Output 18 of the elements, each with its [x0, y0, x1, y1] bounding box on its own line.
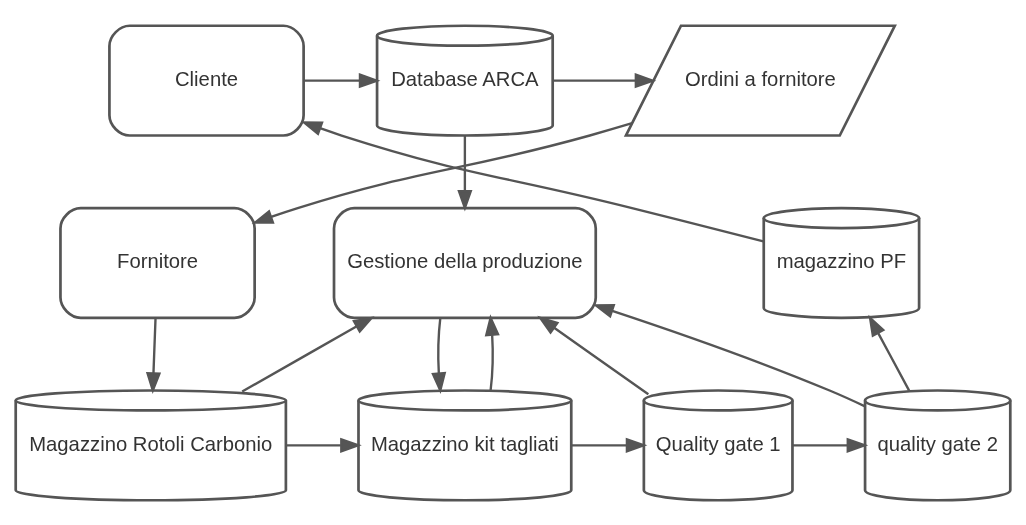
arrow: [868, 314, 911, 391]
arrow: [792, 437, 869, 453]
arrow: [537, 315, 650, 395]
node-box: Cliente: [108, 23, 305, 137]
arrow: [592, 303, 866, 407]
arrow: [286, 437, 362, 453]
arrow: [553, 72, 657, 88]
arrow: [303, 72, 381, 88]
arrow: [300, 120, 764, 243]
node-box: Fornitore: [59, 206, 256, 319]
arrow: [571, 437, 648, 453]
arrow: [251, 121, 633, 224]
arrow: [241, 315, 375, 393]
arrow: [484, 313, 500, 390]
arrow: [457, 135, 473, 212]
arrow: [145, 317, 162, 394]
arrow: [431, 317, 447, 394]
node-box: Gestione della produzione: [332, 206, 598, 319]
